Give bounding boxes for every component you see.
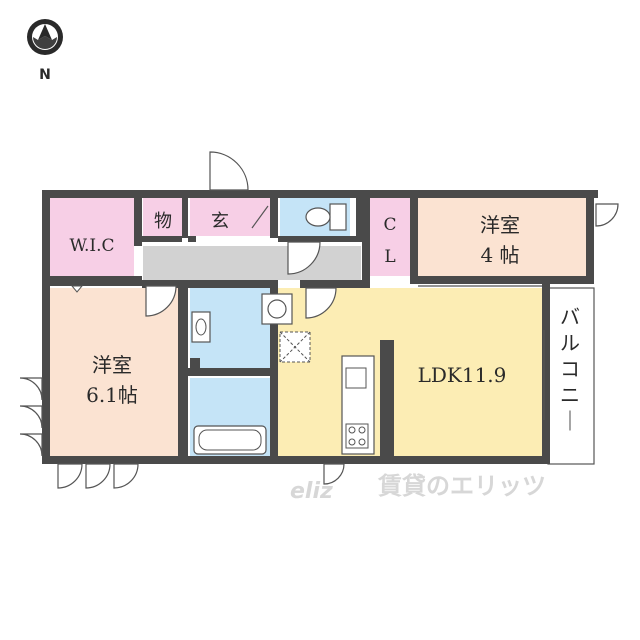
- doors: [19, 151, 619, 489]
- label-western-small-1: 洋室: [480, 213, 520, 237]
- entrance-door-icon: [209, 151, 249, 191]
- compass: N: [27, 19, 63, 83]
- room-western-small: [418, 198, 586, 276]
- toilet-icon: [305, 203, 347, 231]
- label-western-large-2: 6.1帖: [86, 383, 138, 407]
- room-closet: [370, 198, 412, 276]
- room-ldk: [278, 288, 542, 456]
- watermark-brand: 賃貸のエリッツ: [377, 472, 546, 500]
- room-storage: [143, 198, 183, 236]
- kitchen-counter-icon: [341, 355, 375, 455]
- walls: [42, 190, 598, 464]
- label-entrance: 玄: [211, 211, 229, 232]
- label-western-large-1: 洋室: [92, 353, 132, 377]
- label-balcony: バルコニ｜: [560, 305, 580, 433]
- room-western-large: [50, 288, 178, 456]
- fridge-space-icon: [279, 331, 311, 363]
- north-label: N: [39, 67, 51, 83]
- room-labels: W.I.C 物 玄 C L 洋室 4 帖 洋室 6.1帖 LDK11.9: [69, 211, 520, 407]
- washing-machine-icon: [261, 293, 293, 325]
- label-storage: 物: [154, 211, 172, 232]
- label-balcony-glyph: ｜: [560, 409, 580, 433]
- label-balcony-glyph: ニ: [560, 383, 580, 407]
- label-western-small-2: 4 帖: [480, 243, 519, 267]
- room-entrance: [190, 198, 270, 236]
- label-wic: W.I.C: [69, 236, 114, 256]
- watermark-logo: eliz: [290, 479, 333, 504]
- bathtub-icon: [193, 425, 267, 455]
- label-balcony-glyph: コ: [560, 357, 580, 381]
- room-wic: [50, 198, 134, 276]
- label-closet-l: L: [384, 247, 395, 267]
- label-ldk: LDK11.9: [418, 363, 507, 387]
- corridor: [143, 246, 361, 280]
- washbasin-icon: [191, 311, 211, 343]
- fixtures: [190, 203, 545, 455]
- label-balcony-glyph: ル: [560, 331, 580, 355]
- watermark: eliz 賃貸のエリッツ: [290, 472, 546, 504]
- label-balcony-glyph: バ: [560, 305, 580, 329]
- label-closet-c: C: [383, 215, 396, 235]
